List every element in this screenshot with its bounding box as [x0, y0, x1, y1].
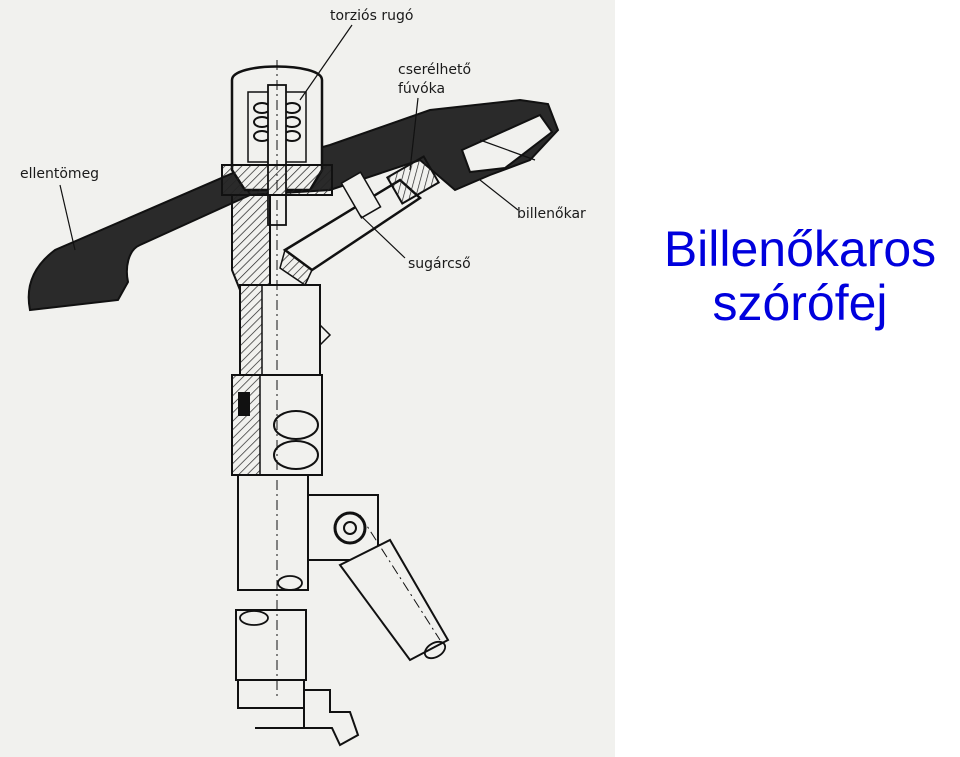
slide-title-line2: szórófej: [712, 275, 888, 331]
label-rocker-arm: billenőkar: [517, 206, 586, 222]
rocker-spoon: [460, 113, 554, 174]
sprinkler-cross-section: torziós rugó cserélhető fúvóka ellentöme…: [20, 8, 586, 747]
nozzle-shape: [385, 155, 441, 205]
riser-pipe-lower: [235, 609, 307, 681]
label-torsion-spring: torziós rugó: [330, 8, 413, 24]
label-nozzle-line2: fúvóka: [398, 81, 445, 97]
label-nozzle-line1: cserélhető: [398, 62, 471, 78]
riser-pipe-upper: [237, 474, 309, 591]
label-jet-tube: sugárcső: [408, 256, 471, 272]
sprinkler-diagram: torziós rugó cserélhető fúvóka ellentöme…: [0, 0, 615, 757]
slide-title-line1: Billenőkaros: [663, 221, 937, 277]
side-nozzle-pipe: [338, 538, 450, 662]
slide-title: Billenőkaros szórófej: [640, 222, 960, 330]
label-counterweight: ellentömeg: [20, 166, 99, 182]
